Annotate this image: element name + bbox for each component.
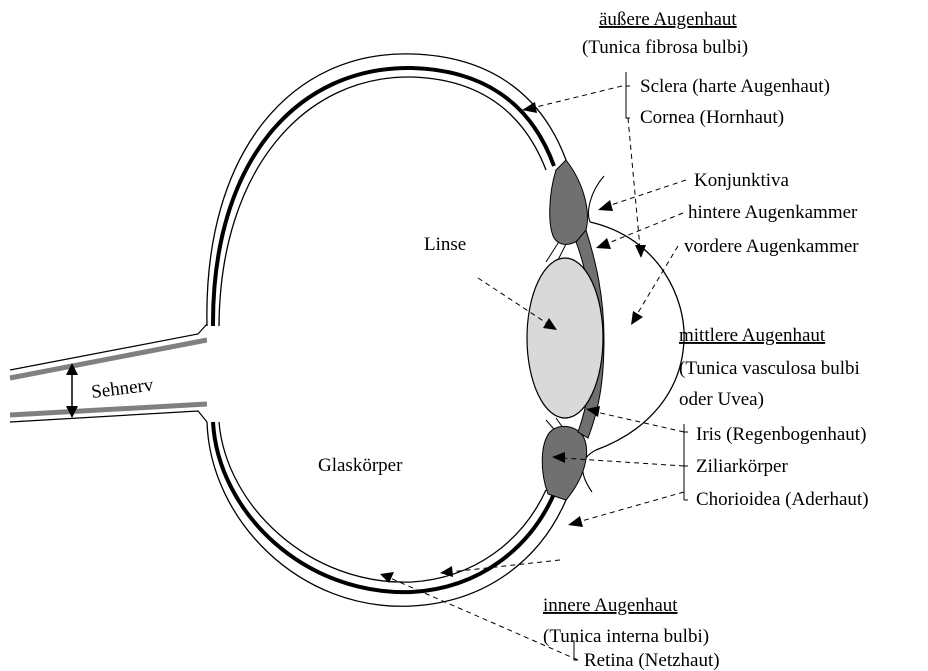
optic-nerve xyxy=(10,324,207,422)
label-hintere-augenkammer: hintere Augenkammer xyxy=(688,202,858,223)
optic-nerve-lower-sheath xyxy=(10,404,207,415)
label-konjunktiva: Konjunktiva xyxy=(694,170,790,191)
ziliarkoerper-upper xyxy=(550,160,588,244)
label-cornea: Cornea (Hornhaut) xyxy=(640,107,784,128)
label-tunica-vasculosa-1: (Tunica vasculosa bulbi xyxy=(679,358,860,379)
label-retina: Retina (Netzhaut) xyxy=(584,650,720,671)
label-sclera: Sclera (harte Augenhaut) xyxy=(640,76,830,97)
label-mittlere-augenhaut: mittlere Augenhaut xyxy=(679,325,826,346)
label-aussere-augenhaut: äußere Augenhaut xyxy=(599,9,737,30)
label-innere-augenhaut: innere Augenhaut xyxy=(543,595,678,616)
linse xyxy=(527,258,603,418)
label-chorioidea: Chorioidea (Aderhaut) xyxy=(696,489,869,510)
label-linse: Linse xyxy=(424,234,466,255)
label-glaskoerper: Glaskörper xyxy=(318,455,403,476)
label-ziliarkoerper: Ziliarkörper xyxy=(696,456,788,477)
optic-nerve-upper-sheath xyxy=(10,340,207,378)
label-vordere-augenkammer: vordere Augenkammer xyxy=(684,236,859,257)
label-tunica-interna: (Tunica interna bulbi) xyxy=(543,626,709,647)
label-sehnerv: Sehnerv xyxy=(90,374,155,402)
label-tunica-vasculosa-2: oder Uvea) xyxy=(679,389,764,410)
label-iris: Iris (Regenbogenhaut) xyxy=(696,424,866,445)
label-tunica-fibrosa: (Tunica fibrosa bulbi) xyxy=(582,37,748,58)
